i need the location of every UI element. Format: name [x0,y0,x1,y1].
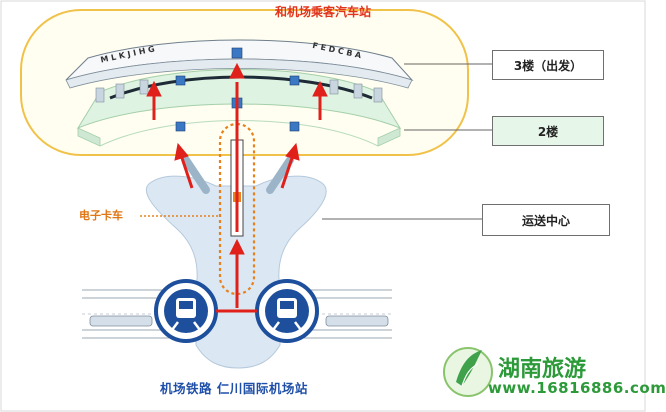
rail-tracks [82,289,392,339]
flow-arrows [146,62,328,308]
train-right [325,315,389,327]
connector-left [182,156,210,194]
legend-transport-center: 运送中心 [482,204,610,236]
connector-right [266,156,294,194]
watermark-brand: 湖南旅游 [498,356,587,382]
watermark-logo [443,347,493,397]
station-left [154,279,218,343]
legend-floor3: 3楼（出发） [492,50,604,80]
station-right [255,279,319,343]
terminal-title: 和机场乘客汽车站 [274,5,371,19]
watermark-url: www.16816886.com [488,379,666,397]
legend-floor2: 2楼 [492,116,604,146]
station-name-label: 机场铁路 仁川国际机场站 [160,381,308,396]
arch-notches [95,79,383,103]
tram-label: 电子卡车 [79,209,123,222]
train-left [89,315,153,327]
